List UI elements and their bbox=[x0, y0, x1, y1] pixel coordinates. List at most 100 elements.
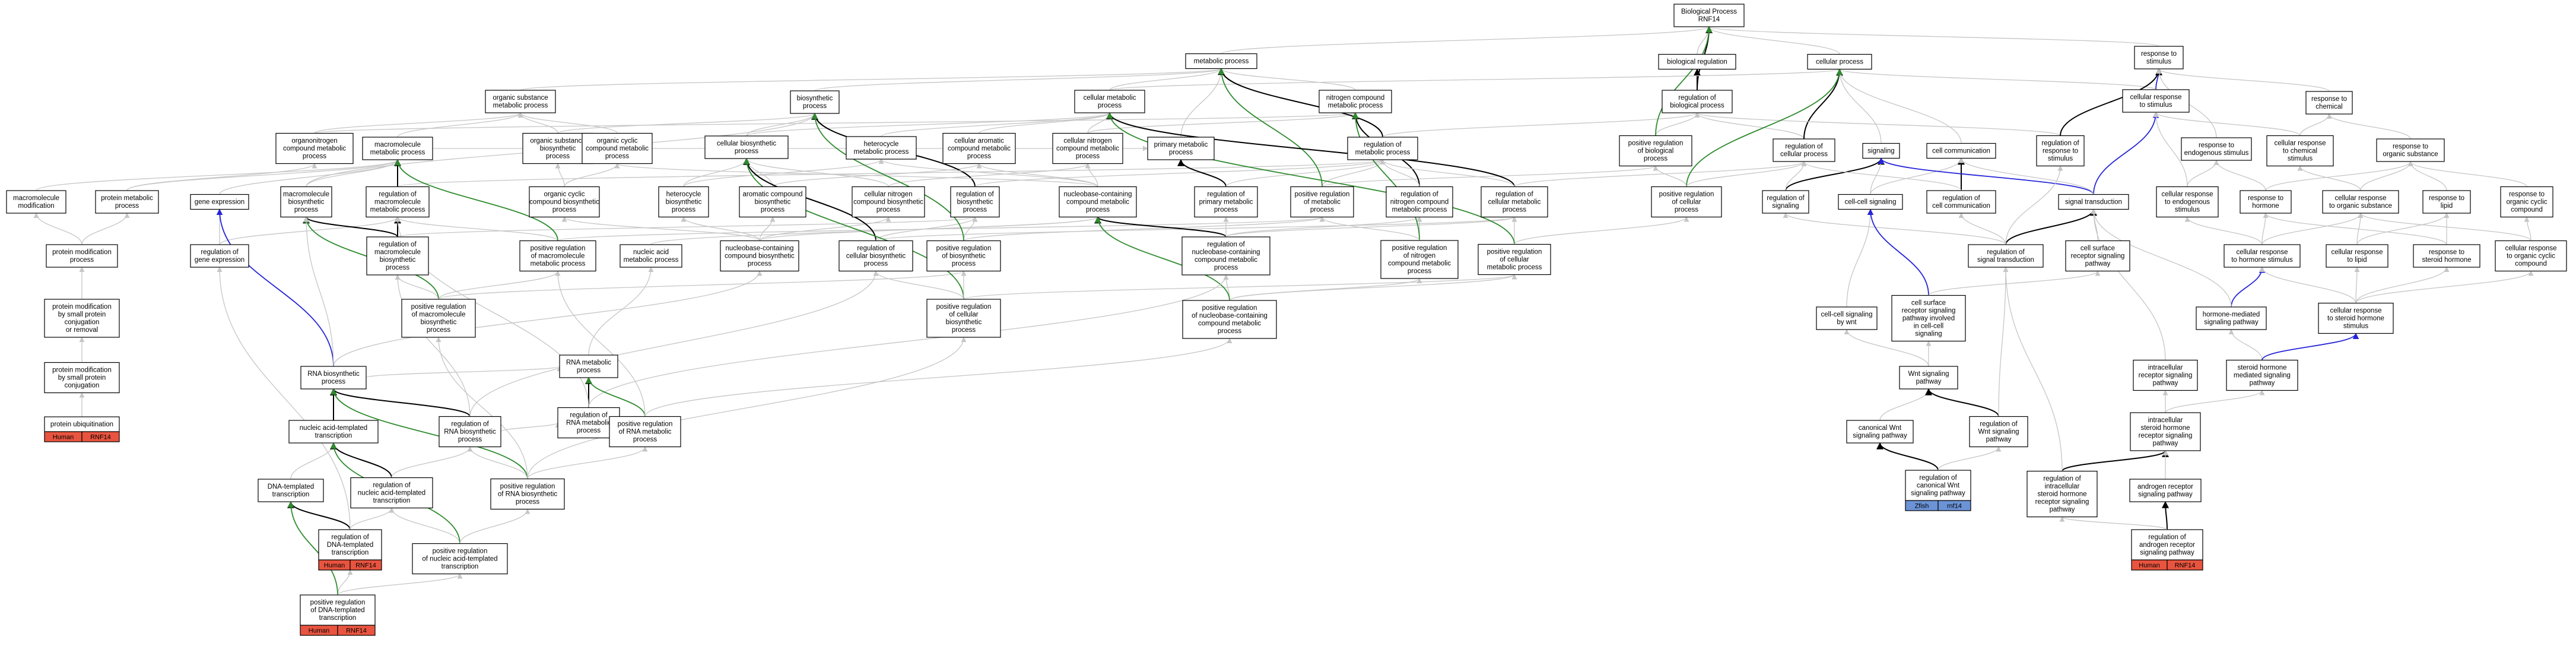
go-term-node-cellcellsig[interactable]: cell-cell signaling bbox=[1838, 194, 1903, 210]
go-term-node-cellproc[interactable]: cellular process bbox=[1807, 53, 1872, 70]
go-term-node-cellcomm[interactable]: cell communication bbox=[1926, 143, 1996, 159]
go-term-node-geneexp[interactable]: gene expression bbox=[190, 194, 249, 210]
go-term-node-metproc[interactable]: metabolic process bbox=[1185, 53, 1257, 69]
go-term-node-bioreg[interactable]: biological regulation bbox=[1658, 53, 1736, 70]
go-term-node-regdnatrans[interactable]: regulation ofDNA-templatedtranscriptionH… bbox=[318, 529, 382, 571]
go-term-node-regnbcmet[interactable]: regulation ofnucleobase-containingcompou… bbox=[1181, 236, 1270, 276]
go-term-node-signaling[interactable]: signaling bbox=[1862, 143, 1900, 159]
go-term-node-regmacrobio[interactable]: regulation ofmacromoleculebiosyntheticpr… bbox=[366, 236, 429, 276]
